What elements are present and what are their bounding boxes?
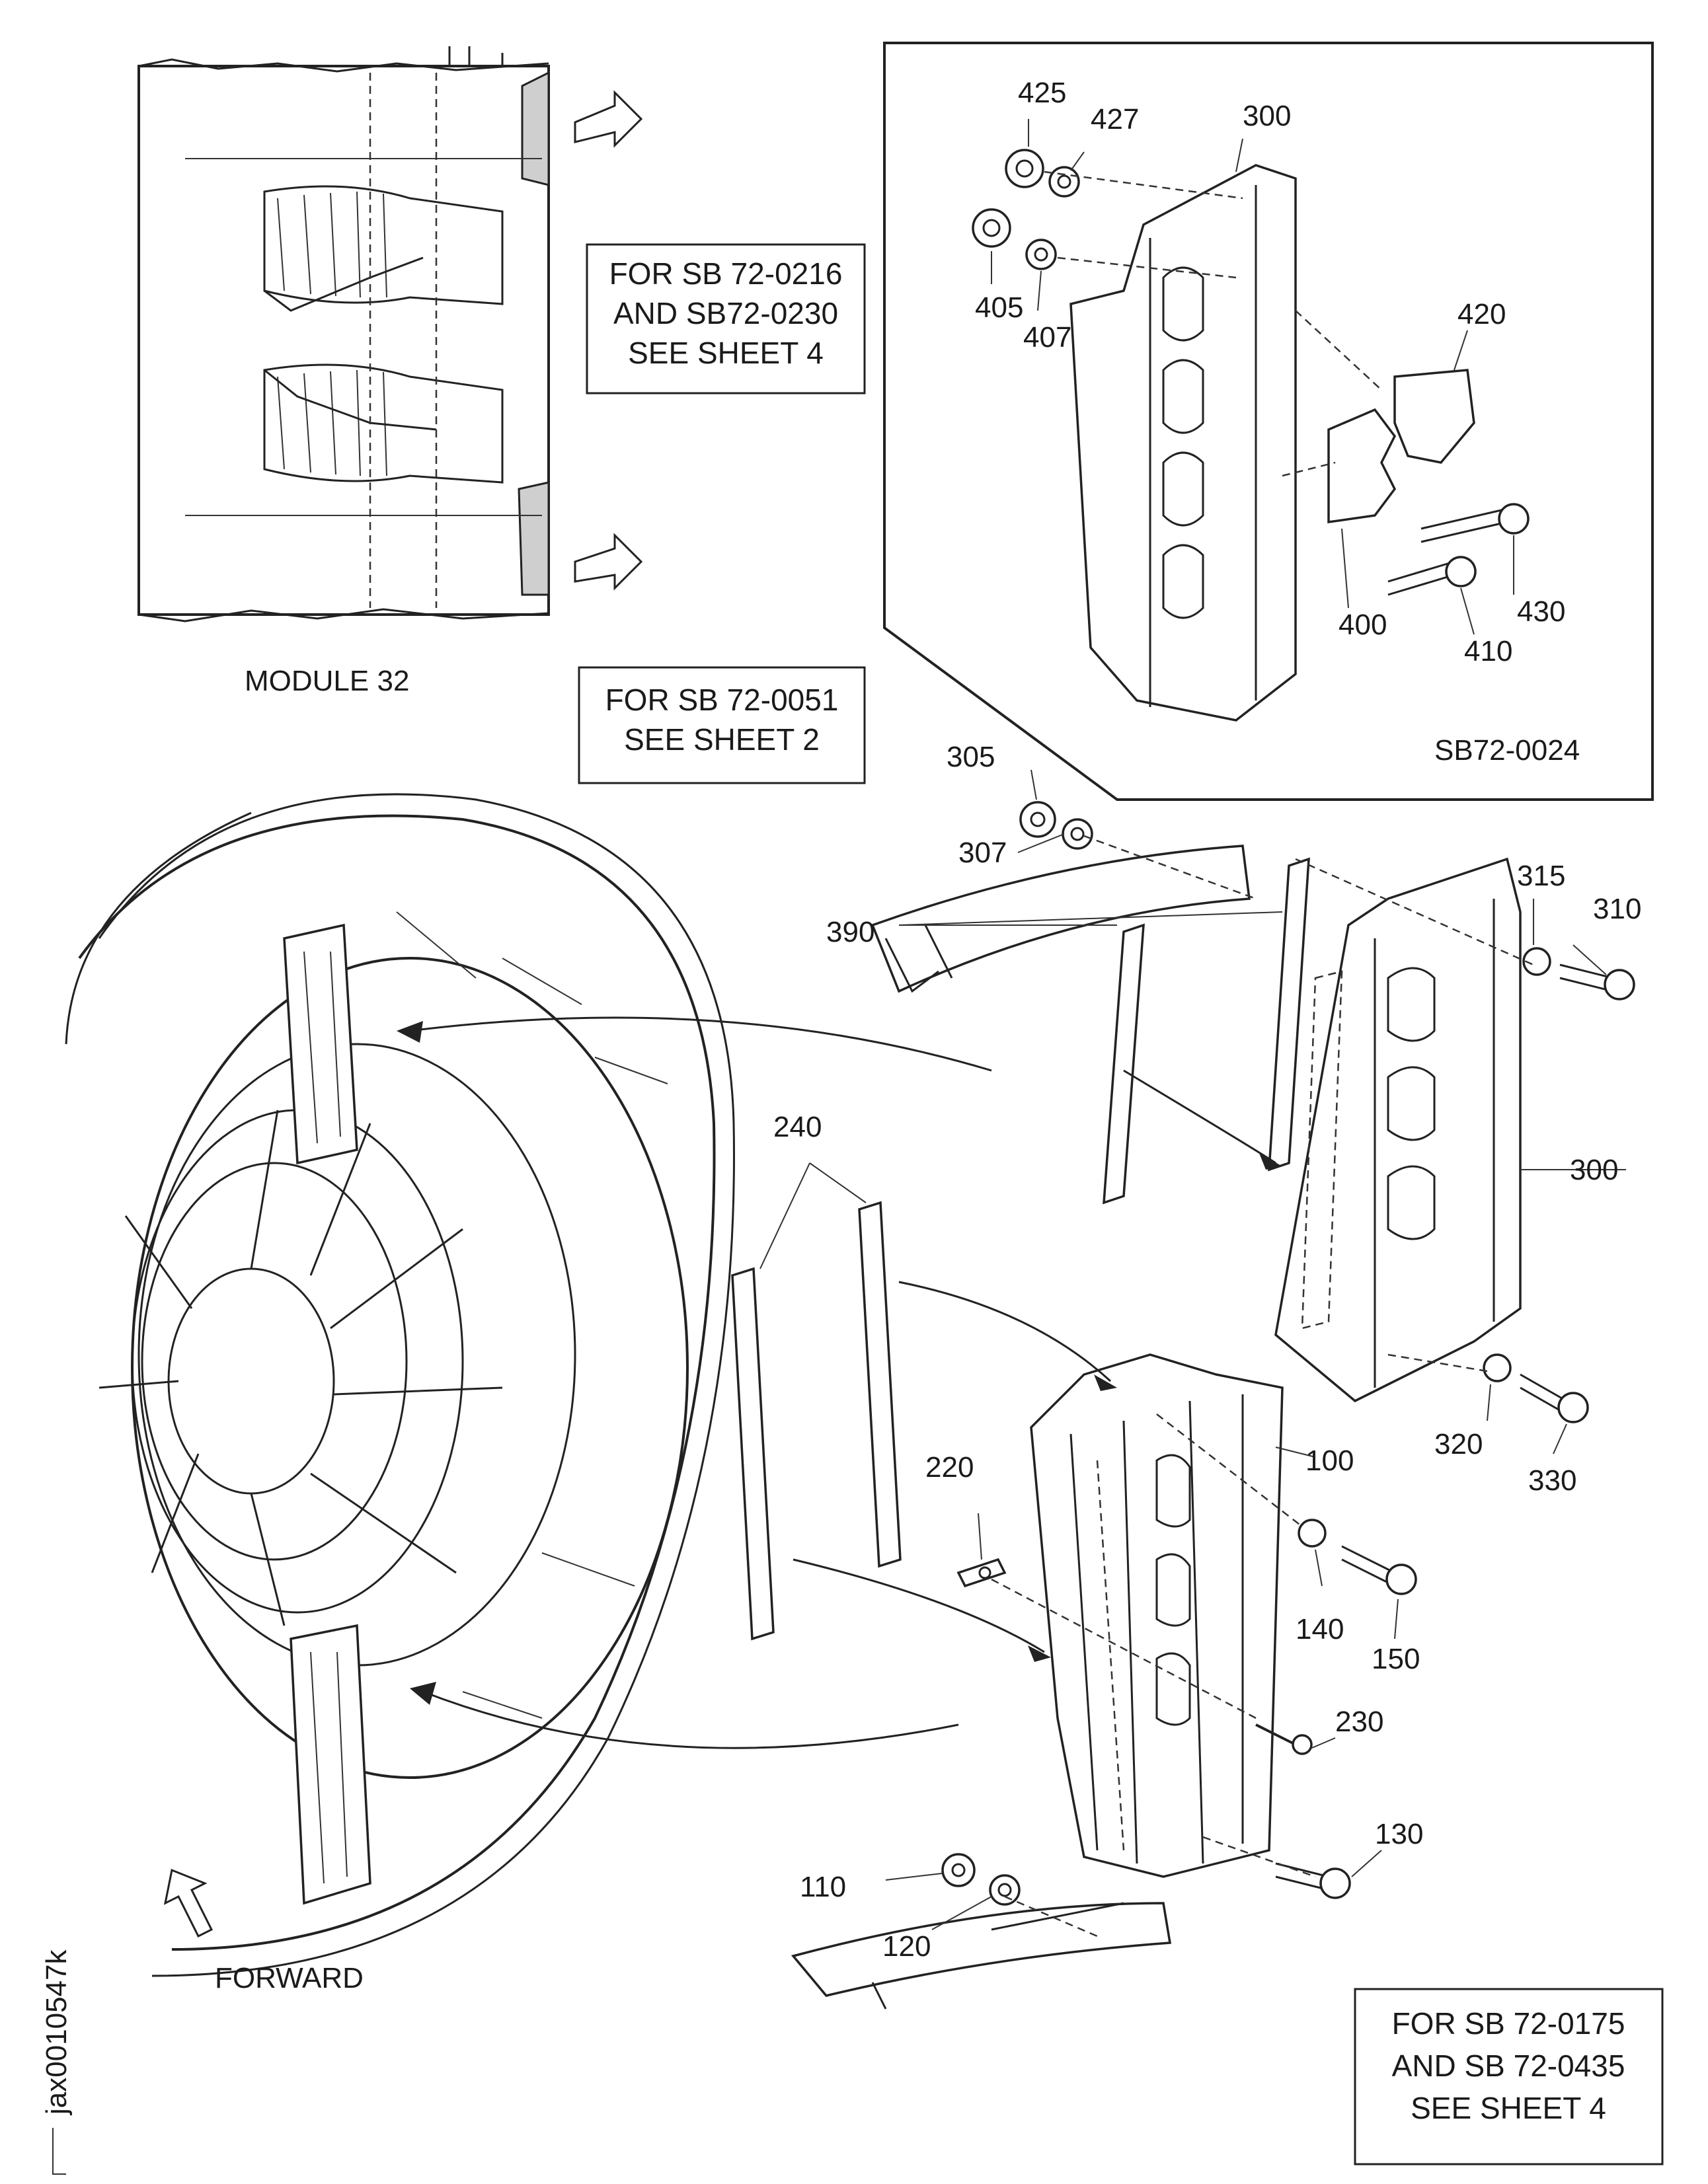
- airflow-arrow-upper: [574, 90, 643, 148]
- callout-320: 320: [1434, 1428, 1483, 1460]
- callout-230: 230: [1335, 1706, 1383, 1738]
- figure-id: jax0010547k: [40, 1949, 73, 2116]
- callout-410: 410: [1464, 635, 1512, 667]
- forward-arrow: [163, 1868, 214, 1938]
- note-line: FOR SB 72-0175: [1392, 2006, 1625, 2041]
- callout-407: 407: [1023, 321, 1071, 354]
- callout-390: 390: [826, 916, 874, 948]
- callout-300: 300: [1570, 1154, 1618, 1186]
- callout-405: 405: [975, 291, 1023, 324]
- callout-110: 110: [800, 1871, 846, 1903]
- note-box-sb-72-0216: FOR SB 72-0216 AND SB72-0230 SEE SHEET 4: [586, 243, 866, 395]
- inset-label: SB72-0024: [1434, 734, 1580, 767]
- forward-label: FORWARD: [215, 1962, 364, 1994]
- callout-425: 425: [1018, 77, 1066, 109]
- note-line: AND SB 72-0435: [1392, 2049, 1625, 2083]
- module-32-cross-section: [137, 46, 643, 622]
- callout-100: 100: [1305, 1445, 1354, 1477]
- callout-120: 120: [882, 1930, 931, 1963]
- callout-305: 305: [947, 741, 995, 773]
- note-line: FOR SB 72-0216: [609, 256, 843, 291]
- upper-fairing-assembly: [871, 769, 1635, 1454]
- callout-427: 427: [1091, 103, 1139, 135]
- sb72-0024-inset: [883, 42, 1654, 801]
- callout-240: 240: [773, 1111, 822, 1143]
- figure-id-bracket: [52, 2128, 66, 2175]
- note-line: SEE SHEET 4: [628, 336, 824, 370]
- callout-220: 220: [925, 1451, 974, 1484]
- callout-300-inset: 300: [1243, 100, 1291, 132]
- module-label: MODULE 32: [245, 665, 409, 697]
- engine-fan-case: [65, 793, 992, 1977]
- note-box-sb-72-0175: FOR SB 72-0175 AND SB 72-0435 SEE SHEET …: [1354, 1988, 1664, 2165]
- callout-315: 315: [1517, 860, 1565, 892]
- note-box-sb-72-0051: FOR SB 72-0051 SEE SHEET 2: [578, 666, 866, 784]
- note-line: SEE SHEET 2: [624, 722, 820, 757]
- callout-310: 310: [1593, 893, 1641, 925]
- callout-400: 400: [1339, 609, 1387, 641]
- note-line: AND SB72-0230: [613, 296, 838, 330]
- callout-130: 130: [1375, 1818, 1423, 1850]
- note-line: FOR SB 72-0051: [605, 683, 839, 717]
- callout-430: 430: [1517, 595, 1565, 628]
- airflow-arrow-lower: [574, 533, 643, 591]
- callout-307: 307: [958, 837, 1007, 869]
- callout-140: 140: [1296, 1613, 1344, 1645]
- lower-fairing-assembly: [731, 1162, 1417, 2010]
- callout-330: 330: [1528, 1464, 1576, 1497]
- callout-150: 150: [1372, 1643, 1420, 1675]
- callout-420: 420: [1457, 298, 1506, 330]
- note-line: SEE SHEET 4: [1411, 2091, 1606, 2125]
